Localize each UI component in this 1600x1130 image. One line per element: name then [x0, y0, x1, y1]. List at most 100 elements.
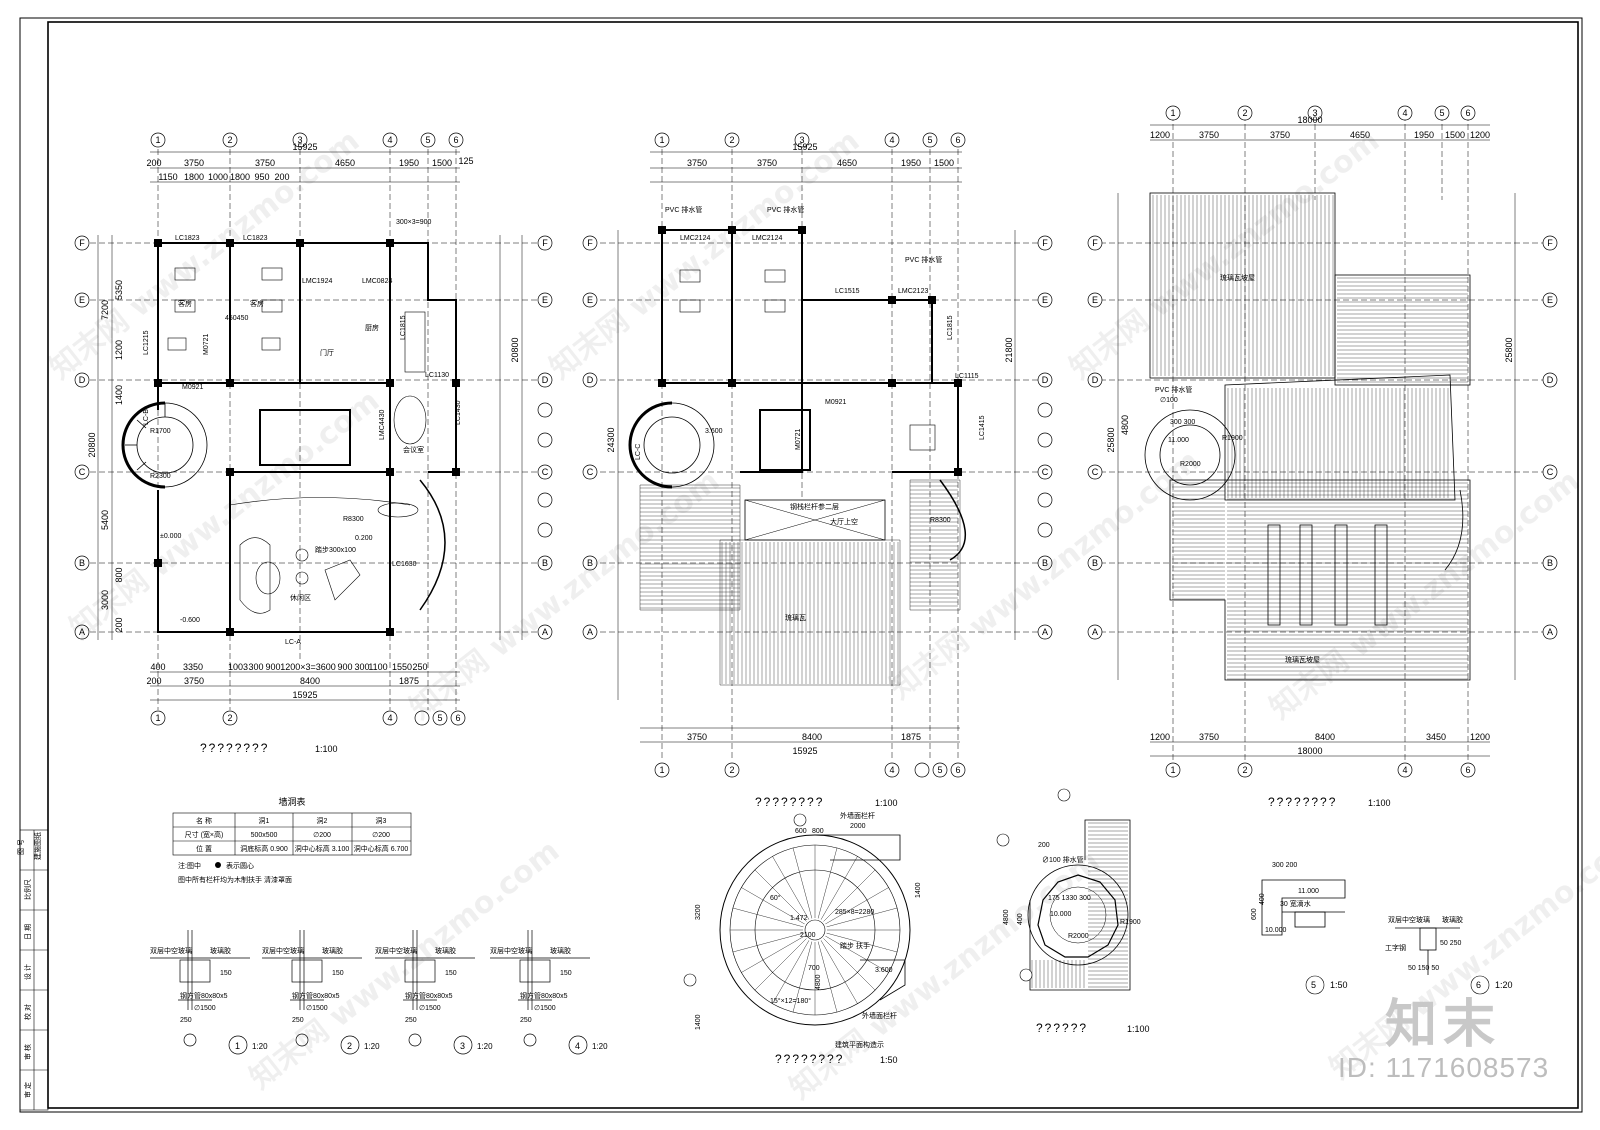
watermark-text: 知末网 www.znzmo.com: [783, 843, 1106, 1106]
dim: 950: [254, 172, 269, 182]
section-6-annotations: 双层中空玻璃 玻璃胶 50 150 50 50 250 工字钢 6 1:20: [1385, 915, 1513, 990]
stair-detail-scale: 1:50: [880, 1055, 898, 1065]
hatch-line: [741, 887, 805, 925]
dim: 300: [354, 662, 369, 672]
axis-label: 3: [799, 135, 804, 145]
axis-label: E: [542, 295, 548, 305]
table-cell: ∅200: [372, 832, 390, 839]
wall-block: [519, 959, 551, 983]
radius-tag: R2300: [150, 473, 171, 480]
dim-right-overall: 21800: [1004, 337, 1014, 362]
axis-label: E: [1092, 295, 1098, 305]
dim: 1150: [158, 172, 177, 182]
dim: 3750: [255, 158, 275, 168]
window-tag: LC1415: [979, 415, 986, 440]
table-cell: 洞中心标高 6.700: [354, 844, 409, 853]
axis-label: 3: [297, 135, 302, 145]
axis-label: 2: [729, 135, 734, 145]
step-tag: 踏步300x100: [315, 545, 356, 554]
tb-cell: 比例尺: [23, 879, 32, 900]
hatch-line: [754, 869, 807, 922]
level-tag: 1.472: [790, 915, 808, 922]
door-tag: LMC4430: [379, 410, 386, 440]
door-tag: LMC2124: [680, 235, 710, 242]
pipe-tag: PVC 排水管: [665, 205, 702, 214]
roof-dim-text: 18000 1200 3750 3750 4650 1950 1500 1200…: [1106, 115, 1514, 756]
room-label: 门厅: [320, 348, 334, 357]
axis-label: F: [1042, 238, 1048, 248]
window-tag: LC1515: [835, 288, 860, 295]
wall-opening-table: 墙洞表 名 称 洞1 洞2 洞3 尺寸 (宽×高) 500x500 ∅200 ∅…: [172, 796, 412, 856]
note-text: 注:图中: [178, 861, 201, 870]
roof-dim-lines: [1117, 124, 1516, 757]
section-6-scale: 1:20: [1495, 980, 1513, 990]
radius-tag: R1700: [150, 428, 171, 435]
axis-label: 6: [955, 765, 960, 775]
room-label: 厨房: [365, 323, 379, 332]
plan2-scale: 1:100: [875, 798, 898, 808]
table-caption: 墙洞表: [278, 796, 305, 807]
angle-tag: 15°×12=180°: [770, 997, 811, 1005]
stair-detail-title: ????????: [775, 1052, 844, 1066]
dim: 1500: [1445, 130, 1465, 140]
second-floor-plan: [600, 140, 1050, 760]
dim: 900: [265, 662, 280, 672]
tower-detail: [996, 788, 1131, 991]
plan2-furniture: [679, 269, 936, 451]
dim-overall-top: 18000: [1297, 115, 1322, 125]
tower-annotations: 200 4800 400 R1900 R2000 10.000 ∅100 排水管…: [1003, 842, 1141, 940]
note-text: 双层中空玻璃: [1388, 915, 1430, 924]
title-block-text: 图 号 建施图纸 比例尺 日 期 设 计 校 对 审 核 审 定: [17, 832, 42, 1098]
plan2-axis-grid: [600, 140, 1050, 760]
axis-label: 1: [659, 135, 664, 145]
dim: 3750: [687, 158, 707, 168]
window-tag: LC1215: [143, 330, 150, 355]
axis-label: E: [1547, 295, 1553, 305]
dim: 3750: [184, 158, 204, 168]
railing-tag: 钢栈栏杆参二层: [790, 502, 839, 511]
axis-label: 6: [455, 713, 460, 723]
dim: 1950: [901, 158, 921, 168]
note-text: 双层中空玻璃: [375, 946, 417, 955]
hatch-line: [792, 941, 813, 1013]
hatch-line: [817, 941, 838, 1013]
level-tag: ±0.000: [160, 533, 181, 540]
axis-label: 5: [1439, 108, 1444, 118]
level-tag: 3.600: [875, 967, 893, 974]
note-text: 玻璃胶: [210, 946, 231, 955]
dim: ∅1500: [194, 1005, 216, 1012]
detail-scale: 1:20: [252, 1042, 268, 1051]
axis-label: B: [542, 558, 548, 568]
void-label: 大厅上空: [830, 517, 858, 526]
dim: 400: [1017, 913, 1024, 925]
table-cell: 位 置: [196, 844, 212, 853]
room-label: 客房: [178, 299, 192, 308]
dim: 8400: [300, 676, 320, 686]
tb-cell: 校 对: [23, 1004, 32, 1020]
tower-detail-scale: 1:100: [1127, 1024, 1150, 1034]
table-cell: 洞中心标高 3.100: [295, 844, 350, 853]
dim: 800: [114, 567, 124, 582]
dim: 50 150 50: [1408, 965, 1439, 972]
axis-label: D: [542, 375, 549, 385]
window-tag: LC1630: [392, 561, 417, 568]
dim-left-overall: 25800: [1106, 427, 1116, 452]
table-cell: 500x500: [251, 832, 278, 839]
plan2-title-group: ???????? 1:100: [755, 795, 898, 809]
note-text: 钢方管80x80x5: [180, 991, 228, 1000]
dim: 1400: [695, 1014, 702, 1030]
dim: 600: [795, 828, 807, 835]
hatch-line: [823, 869, 876, 922]
axis-label: F: [1547, 238, 1553, 248]
plan1-annotations: LC1823 LC1823 LMC1924 LMC0824 LC1815 LC1…: [143, 219, 462, 646]
note-text: 钢方管80x80x5: [405, 991, 453, 1000]
door-tag: M0921: [182, 384, 204, 391]
dim: 4650: [335, 158, 355, 168]
axis-label: C: [587, 467, 594, 477]
dim-overall-top: 15925: [292, 142, 317, 152]
window-tag: LC-A: [285, 639, 301, 646]
dim-left-overall: 20800: [87, 432, 97, 457]
plan1-scale: 1:100: [315, 744, 338, 754]
dim: 4800: [815, 974, 822, 990]
table-header: 洞2: [317, 816, 328, 825]
